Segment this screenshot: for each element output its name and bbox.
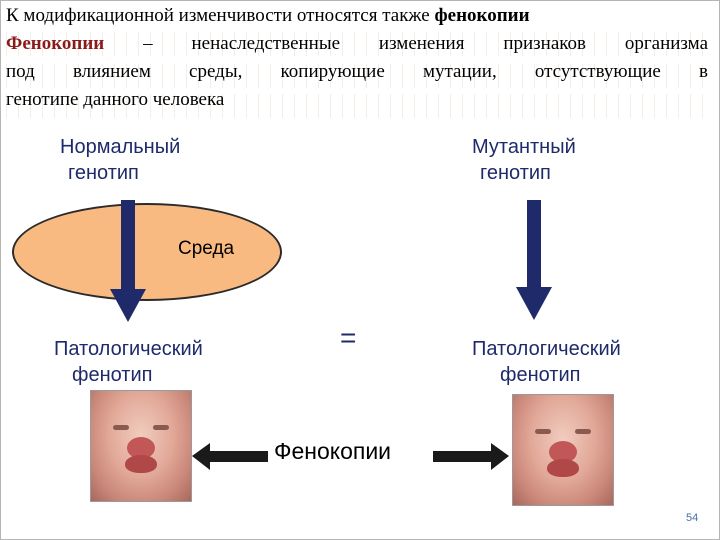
arrow-down-right bbox=[516, 200, 552, 320]
patient-photo-left bbox=[90, 390, 192, 502]
arrow-down-left bbox=[110, 200, 146, 322]
intro-line-3: под влиянием среды, копирующие мутации, … bbox=[6, 61, 708, 82]
grid-band bbox=[6, 94, 710, 118]
intro-line-4: генотипе данного человека bbox=[6, 89, 225, 110]
arrow-right bbox=[433, 443, 509, 470]
intro-line-1: К модификационной изменчивости относятся… bbox=[6, 5, 530, 26]
page-number: 54 bbox=[686, 512, 699, 524]
environment-label: Среда bbox=[178, 238, 235, 259]
equals-sign: = bbox=[340, 322, 357, 353]
phenocopies-label: Фенокопии bbox=[274, 438, 392, 464]
mutant-genotype-label: Мутантный генотип bbox=[472, 136, 576, 184]
pathological-phenotype-left: Патологический фенотип bbox=[54, 338, 203, 386]
grid-band bbox=[6, 64, 710, 88]
pathological-phenotype-right: Патологический фенотип bbox=[472, 338, 621, 386]
intro-text: К модификационной изменчивости относятся… bbox=[6, 2, 708, 114]
environment-oval bbox=[12, 203, 282, 301]
phenocopies-term-bold: фенокопии bbox=[434, 5, 530, 26]
intro-line-2: Фенокопии – ненаследственные изменения п… bbox=[6, 33, 708, 54]
normal-genotype-label: Нормальный генотип bbox=[60, 136, 181, 184]
phenocopies-definition-term: Фенокопии bbox=[6, 33, 105, 54]
grid-band bbox=[6, 32, 710, 56]
patient-photo-right bbox=[512, 394, 614, 506]
arrow-left bbox=[192, 443, 268, 470]
